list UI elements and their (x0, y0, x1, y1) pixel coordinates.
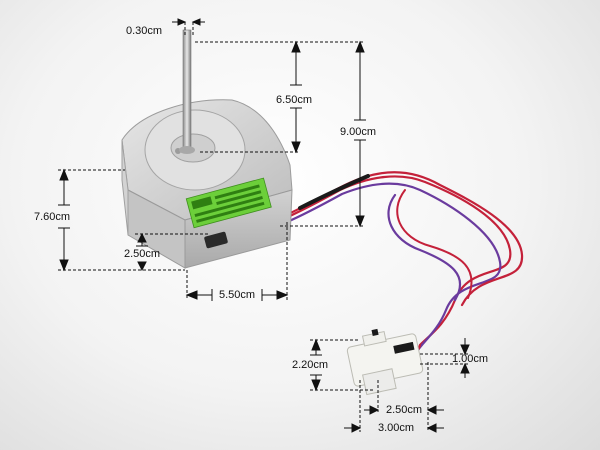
connector (346, 328, 424, 396)
connector-inner-width-label: 2.50cm (386, 404, 423, 416)
connector-tab-height-label: 1.00cm (452, 353, 489, 365)
overall-height-label: 9.00cm (340, 126, 377, 138)
motor-housing (121, 99, 293, 269)
shaft (179, 29, 195, 154)
outlet-height-label: 2.50cm (124, 248, 161, 260)
outlet-width-label: 5.50cm (219, 289, 256, 301)
dimension-lines (58, 18, 470, 433)
shaft-diameter-label: 0.30cm (126, 25, 163, 37)
connector-height-label: 2.20cm (292, 359, 329, 371)
connector-overall-width-label: 3.00cm (378, 422, 415, 434)
body-height-label: 7.60cm (34, 211, 71, 223)
wire-harness (223, 171, 524, 362)
green-label (185, 177, 272, 229)
shaft-length-label: 6.50cm (276, 94, 313, 106)
